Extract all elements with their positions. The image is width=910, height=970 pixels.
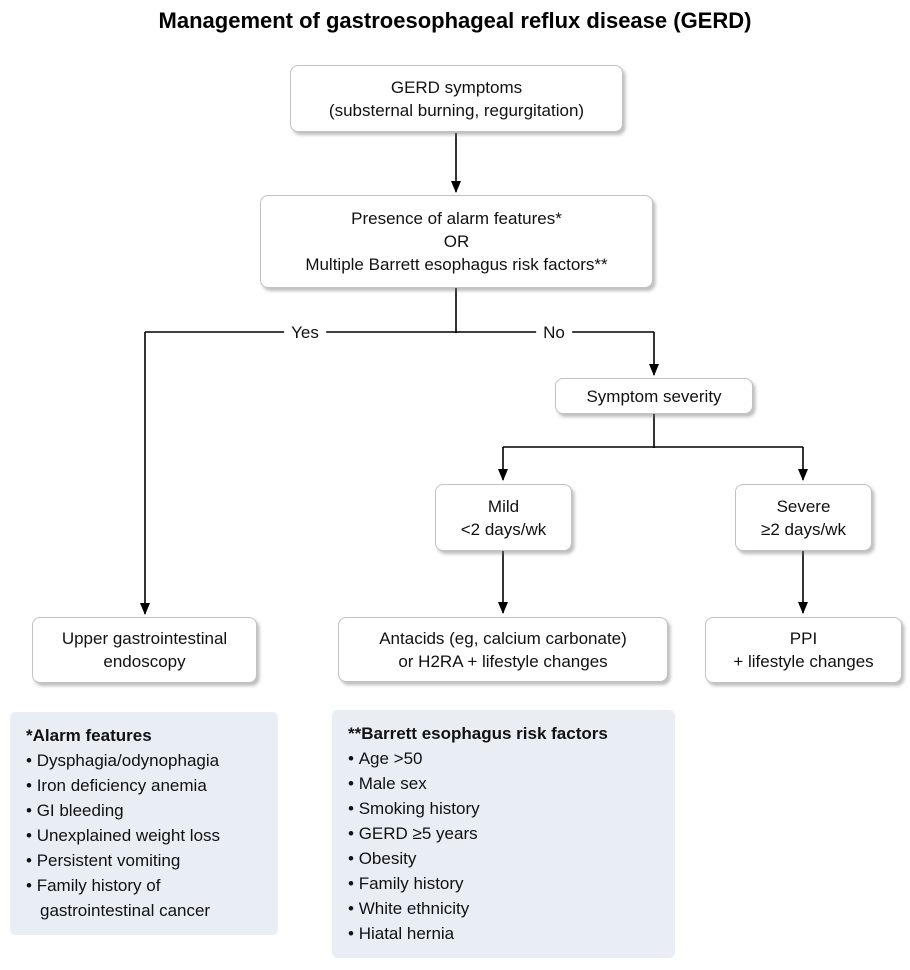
node-gerd-symptoms: GERD symptoms (substernal burning, regur…	[290, 65, 623, 132]
node-text-line: (substernal burning, regurgitation)	[328, 100, 585, 120]
node-text-line: Mild	[487, 496, 520, 516]
node-text-line: <2 days/wk	[460, 519, 547, 539]
list-item: GERD ≥5 years	[348, 821, 661, 846]
page-title: Management of gastroesophageal reflux di…	[158, 8, 752, 33]
node-mild: Mild <2 days/wk	[435, 484, 572, 551]
node-antacids: Antacids (eg, calcium carbonate) or H2RA…	[338, 617, 668, 682]
list-item: Male sex	[348, 771, 661, 796]
node-text-line: Antacids (eg, calcium carbonate)	[379, 628, 627, 648]
node-text-line: ≥2 days/wk	[761, 519, 846, 539]
node-symptom-severity: Symptom severity	[555, 378, 753, 414]
node-text-line: Severe	[776, 496, 831, 516]
info-alarm-title: *Alarm features	[26, 726, 152, 745]
node-text-line: Presence of alarm features*	[351, 209, 562, 228]
node-text-line: or H2RA + lifestyle changes	[398, 651, 608, 671]
node-endoscopy: Upper gastrointestinal endoscopy	[32, 617, 257, 683]
list-item: Dysphagia/odynophagia	[26, 748, 264, 773]
node-severe: Severe ≥2 days/wk	[735, 484, 872, 551]
list-item: Iron deficiency anemia	[26, 773, 264, 798]
list-item: Unexplained weight loss	[26, 823, 264, 848]
info-alarm-features: *Alarm features Dysphagia/odynophagia Ir…	[10, 712, 278, 935]
node-text-line: PPI	[789, 629, 818, 648]
node-ppi: PPI + lifestyle changes	[705, 617, 902, 683]
edge-label-no: No	[536, 323, 572, 343]
list-item: Family history	[348, 871, 661, 896]
edge-label-yes: Yes	[284, 323, 326, 343]
list-item: Persistent vomiting	[26, 848, 264, 873]
list-item: GI bleeding	[26, 798, 264, 823]
list-item: Family history of gastrointestinal cance…	[26, 873, 264, 923]
list-item: Obesity	[348, 846, 661, 871]
list-item: White ethnicity	[348, 896, 661, 921]
list-item: Hiatal hernia	[348, 921, 661, 946]
node-text-line: Symptom severity	[586, 386, 722, 406]
info-barrett-list: Age >50 Male sex Smoking history GERD ≥5…	[348, 746, 661, 946]
node-text-line: Multiple Barrett esophagus risk factors*…	[305, 255, 608, 274]
node-alarm-check: Presence of alarm features* OR Multiple …	[260, 195, 653, 288]
list-item: Smoking history	[348, 796, 661, 821]
info-barrett-risk-factors: **Barrett esophagus risk factors Age >50…	[332, 710, 675, 958]
list-item: Age >50	[348, 746, 661, 771]
node-text-line: Upper gastrointestinal	[61, 629, 228, 648]
node-text-line: OR	[443, 232, 470, 251]
info-barrett-title: **Barrett esophagus risk factors	[348, 724, 608, 743]
node-text-line: + lifestyle changes	[733, 652, 874, 671]
node-text-line: endoscopy	[103, 652, 186, 671]
node-text-line: GERD symptoms	[390, 77, 523, 97]
info-alarm-list: Dysphagia/odynophagia Iron deficiency an…	[26, 748, 264, 923]
